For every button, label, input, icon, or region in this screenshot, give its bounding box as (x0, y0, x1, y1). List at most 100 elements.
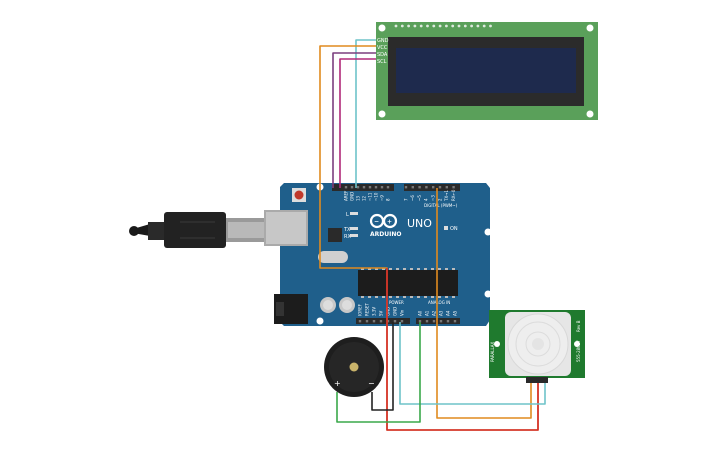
wire-lcd-gnd[interactable] (355, 39, 376, 188)
chip-pin (382, 296, 385, 298)
chip-pin (389, 268, 392, 270)
digital-pin-label: 8 (385, 198, 390, 201)
digital-pin-hole[interactable] (350, 186, 354, 189)
wire-a0-buzzer[interactable] (336, 322, 421, 423)
digital-pin-label: 4 (424, 198, 429, 201)
power-pin-label: 5V (378, 310, 383, 316)
lcd-pin-vcc[interactable]: VCC (377, 45, 388, 51)
lcd-pin-scl[interactable]: SCL (377, 59, 387, 65)
lcd-top-pin-hole (438, 24, 442, 28)
chip-pin (396, 296, 399, 298)
power-pin-holes (358, 320, 457, 323)
digital-pin-hole[interactable] (356, 186, 360, 189)
analog-pin-hole[interactable] (425, 320, 429, 323)
analog-pin-label: A1 (424, 310, 429, 316)
power-pin-hole[interactable] (365, 320, 369, 323)
digital-pin-hole[interactable] (344, 186, 348, 189)
analog-pin-label: A4 (445, 310, 450, 316)
chip-pin (431, 268, 434, 270)
digital-pin-hole[interactable] (386, 186, 390, 189)
chip-pin (417, 296, 420, 298)
digital-pin-hole[interactable] (438, 186, 442, 189)
analog-pin-label: A5 (452, 310, 457, 316)
power-pin-hole[interactable] (372, 320, 376, 323)
digital-pin-label: 2 (437, 198, 442, 201)
power-pin-hole[interactable] (393, 320, 397, 323)
analog-pin-hole[interactable] (439, 320, 443, 323)
lcd-top-pin-hole (400, 24, 404, 28)
chip-pin (361, 296, 364, 298)
lcd-top-pin-hole (419, 24, 423, 28)
wire-lcd-sda[interactable] (332, 52, 376, 188)
chip-pin (375, 296, 378, 298)
lcd-pin-labels: GND VCC SDA SCL (377, 38, 389, 65)
digital-pin-label: 7 (403, 198, 408, 201)
digital-pin-hole[interactable] (362, 186, 366, 189)
power-header-label: POWER (389, 300, 404, 305)
wire-lcd-scl[interactable] (339, 58, 376, 188)
analog-header-label: ANALOG IN (428, 300, 450, 305)
lcd-top-pin-hole (482, 24, 486, 28)
wire-gnd-buzzer[interactable] (371, 322, 394, 411)
chip-pin (389, 296, 392, 298)
arduino-brand: ARDUINO (370, 231, 401, 238)
chip-pin (438, 268, 441, 270)
buzzer-plus-label: + (334, 379, 341, 388)
wire-gnd-pir[interactable] (399, 322, 546, 405)
power-pin-label: 3.3V (371, 307, 376, 316)
wire-5v-pir[interactable] (386, 268, 539, 431)
analog-pin-hole[interactable] (432, 320, 436, 323)
power-pin-hole[interactable] (358, 320, 362, 323)
chip-pin (424, 268, 427, 270)
lcd-top-pin-hole (476, 24, 480, 28)
lcd-pin-gnd[interactable]: GND (377, 38, 389, 44)
analog-pin-label: A2 (431, 310, 436, 316)
lcd-top-pin-hole (451, 24, 455, 28)
digital-pin-hole[interactable] (368, 186, 372, 189)
digital-pin-hole[interactable] (418, 186, 421, 189)
arduino-logo: − + (369, 213, 398, 229)
digital-pin-hole[interactable] (374, 186, 378, 189)
lcd-top-pin-hole (407, 24, 410, 28)
analog-pin-hole[interactable] (418, 320, 422, 323)
analog-header (416, 318, 460, 324)
digital-pin-label: ~11 (367, 192, 372, 201)
digital-pin-hole[interactable] (452, 186, 455, 189)
analog-pin-hole[interactable] (453, 320, 457, 323)
chip-pin (452, 296, 455, 298)
lcd-top-pin-hole (394, 24, 398, 28)
digital-pin-hole[interactable] (404, 186, 408, 189)
power-pin-hole[interactable] (400, 320, 404, 323)
lcd-top-pin-hole (445, 24, 448, 28)
pir-brand-text: PARALLAX (490, 341, 495, 362)
lcd-top-pin-hole (413, 24, 417, 28)
digital-pin-label: RX←0 (451, 189, 456, 201)
lcd-top-pin-hole (432, 24, 436, 28)
digital-pin-label: ~3 (431, 195, 436, 201)
atmega-chip (358, 270, 458, 296)
chip-pin (410, 268, 413, 270)
digital-pin-hole[interactable] (432, 186, 435, 189)
on-led-label: ON (450, 226, 458, 232)
power-pin-hole[interactable] (386, 320, 390, 323)
digital-pin-hole[interactable] (445, 186, 448, 189)
lcd-pin-sda[interactable]: SDA (377, 52, 388, 58)
lcd-screen (396, 48, 576, 93)
wire-d2-pir[interactable] (436, 188, 532, 419)
svg-text:+: + (387, 219, 392, 226)
chip-pin (403, 268, 406, 270)
digital-header-label: DIGITAL (PWM~) (424, 203, 458, 208)
lcd-top-pin-hole (426, 24, 429, 28)
analog-pin-hole[interactable] (446, 320, 450, 323)
digital-pin-hole[interactable] (411, 186, 414, 189)
buzzer-minus-label: − (368, 379, 375, 388)
digital-pin-hole[interactable] (380, 186, 384, 189)
digital-pin-label: ~6 (410, 195, 415, 201)
chip-pin (368, 268, 371, 270)
chip-pin (375, 268, 378, 270)
digital-pin-hole[interactable] (425, 186, 428, 189)
buzzer-center (349, 362, 359, 372)
arduino-board (280, 183, 490, 326)
power-pin-hole[interactable] (379, 320, 383, 323)
